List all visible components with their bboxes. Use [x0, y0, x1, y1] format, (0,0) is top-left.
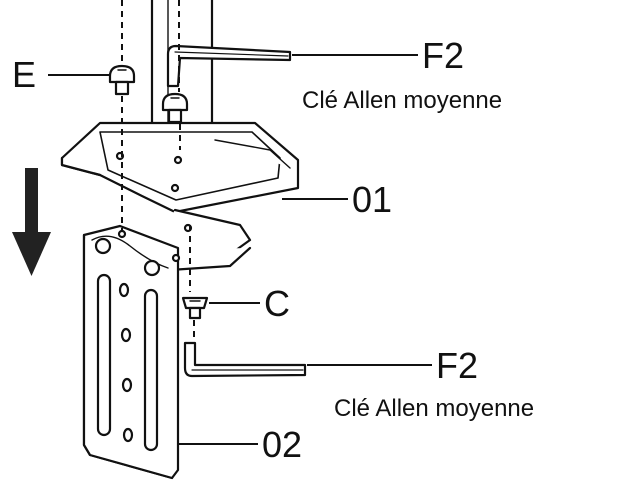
down-arrow-icon	[12, 168, 51, 276]
alignment-lines	[121, 0, 195, 340]
label-f2-top: F2	[422, 35, 465, 76]
part-02-bracket	[82, 224, 181, 480]
label-e: E	[12, 54, 37, 95]
label-part-02: 02	[262, 424, 303, 465]
allen-key-top	[166, 44, 292, 88]
label-part-01: 01	[352, 179, 393, 220]
label-c: C	[264, 283, 290, 324]
label-f2-bottom: F2	[436, 345, 479, 386]
screw-e-left	[108, 64, 136, 96]
allen-key-bottom	[183, 341, 307, 378]
caption-f2-bottom: Clé Allen moyenne	[334, 395, 535, 422]
caption-f2-top: Clé Allen moyenne	[302, 87, 503, 114]
leader-lines	[48, 54, 432, 445]
screw-c	[181, 296, 209, 320]
screw-e-right	[161, 92, 189, 124]
